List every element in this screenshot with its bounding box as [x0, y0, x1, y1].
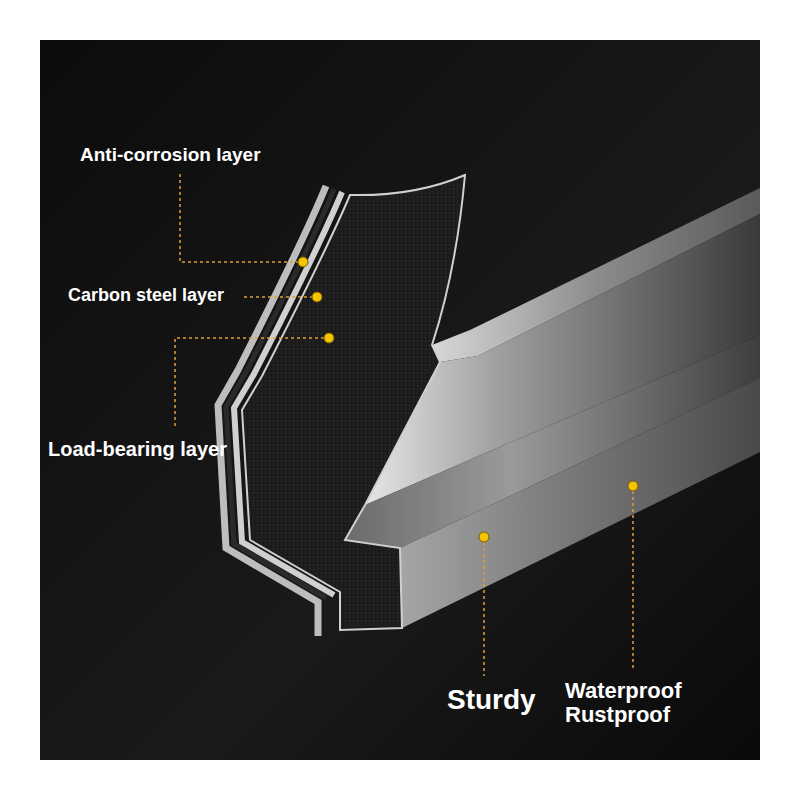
layer-label: Carbon steel layer — [68, 286, 224, 306]
layer-label: Anti-corrosion layer — [80, 145, 261, 166]
layer-label: Load-bearing layer — [48, 438, 227, 460]
feature-label: Sturdy — [447, 685, 536, 716]
feature-label: Waterproof Rustproof — [565, 679, 715, 727]
